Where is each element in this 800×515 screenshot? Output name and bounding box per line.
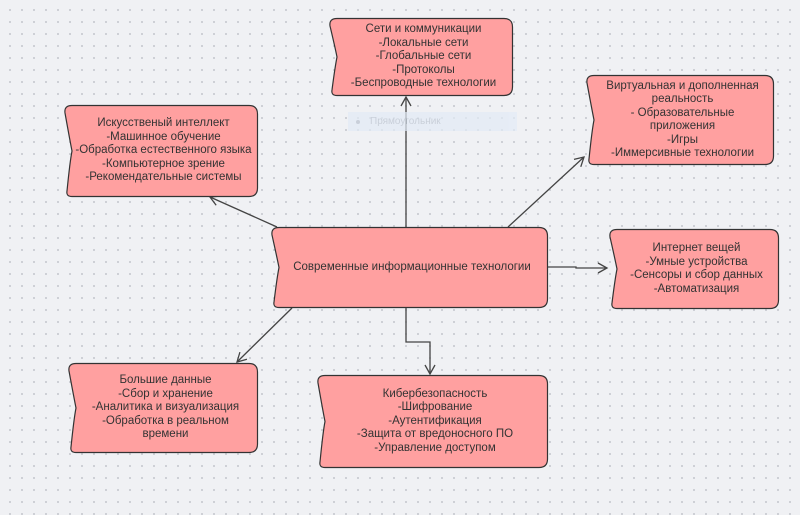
- node-item: -Обработка в реальном времени: [102, 414, 229, 441]
- node-title: Кибербезопасность: [382, 387, 488, 400]
- node-shape: [68, 362, 259, 454]
- node-iot[interactable]: Интернет вещей-Умные устройства-Сенсоры …: [608, 228, 780, 310]
- node-item: -Аутентификация: [388, 414, 482, 427]
- node-title: Большие данные: [119, 374, 212, 387]
- node-title: Современные информационные технологии: [293, 260, 531, 273]
- node-item: -Сенсоры и сбор данных: [630, 269, 763, 281]
- node-item: -Управление доступом: [374, 441, 496, 454]
- node-text: Интернет вещей-Умные устройства-Сенсоры …: [620, 229, 773, 309]
- node-item: - Образовательные приложения: [630, 106, 735, 133]
- node-item: -Защита от вредоносного ПО: [356, 428, 514, 441]
- tooltip-label: Прямоугольник: [370, 116, 441, 127]
- node-title: Сети и коммуникации: [365, 23, 482, 36]
- node-item: -Обработка естественного языка: [75, 144, 252, 157]
- node-item: -Аналитика и визуализация: [91, 401, 240, 414]
- node-text: Сети и коммуникации-Локальные сети-Глоба…: [340, 18, 507, 96]
- node-item: -Локальные сети: [378, 36, 469, 49]
- node-shape: [317, 374, 549, 469]
- node-item: -Сбор и хранение: [118, 387, 213, 400]
- node-text: Современные информационные технологии: [282, 227, 542, 308]
- node-item: -Иммерсивные технологии: [611, 147, 754, 159]
- node-item: -Шифрование: [397, 401, 473, 414]
- node-item: -Умные устройства: [645, 255, 748, 268]
- node-title: Виртуальная и дополненная реальность: [606, 79, 759, 106]
- node-item: -Машинное обучение: [106, 130, 221, 143]
- node-text: Большие данные-Сбор и хранение-Аналитика…: [79, 363, 252, 453]
- node-item: -Компьютерное зрение: [102, 157, 225, 170]
- node-title: Интернет вещей: [652, 242, 741, 254]
- node-ai[interactable]: Искусственый интеллект-Машинное обучение…: [63, 104, 259, 198]
- node-text: Виртуальная и дополненная реальность- Об…: [597, 75, 768, 165]
- shape-tooltip: Прямоугольник: [348, 112, 517, 131]
- node-shape: [609, 228, 780, 310]
- node-shape: [329, 17, 514, 97]
- node-item: -Глобальные сети: [375, 50, 472, 63]
- edge-to-bigdata[interactable]: [236, 307, 293, 363]
- node-bigdata[interactable]: Большие данные-Сбор и хранение-Аналитика…: [67, 362, 259, 454]
- node-text: Кибербезопасность-Шифрование-Аутентифика…: [328, 375, 542, 468]
- node-shape: [586, 74, 775, 166]
- node-item: -Игры: [667, 133, 698, 146]
- node-vr[interactable]: Виртуальная и дополненная реальность- Об…: [585, 74, 775, 166]
- tooltip-dot-icon: [356, 119, 360, 124]
- node-center[interactable]: Современные информационные технологии: [270, 226, 549, 309]
- node-item: -Протоколы: [392, 63, 455, 76]
- node-item: -Автоматизация: [653, 282, 740, 295]
- node-networks[interactable]: Сети и коммуникации-Локальные сети-Глоба…: [328, 17, 514, 97]
- edge-to-vr[interactable]: [507, 156, 585, 228]
- node-item: -Рекомендательные системы: [85, 171, 242, 184]
- edge-to-iot[interactable]: [548, 262, 609, 274]
- node-shape: [271, 226, 549, 309]
- node-cyber[interactable]: Кибербезопасность-Шифрование-Аутентифика…: [316, 374, 549, 469]
- edge-to-ai[interactable]: [208, 195, 278, 228]
- node-item: -Беспроводные технологии: [350, 77, 497, 90]
- edge-to-cyber[interactable]: [405, 308, 436, 376]
- node-title: Искусственый интеллект: [97, 117, 230, 130]
- node-text: Искусственый интеллект-Машинное обучение…: [75, 105, 252, 197]
- node-shape: [64, 104, 259, 198]
